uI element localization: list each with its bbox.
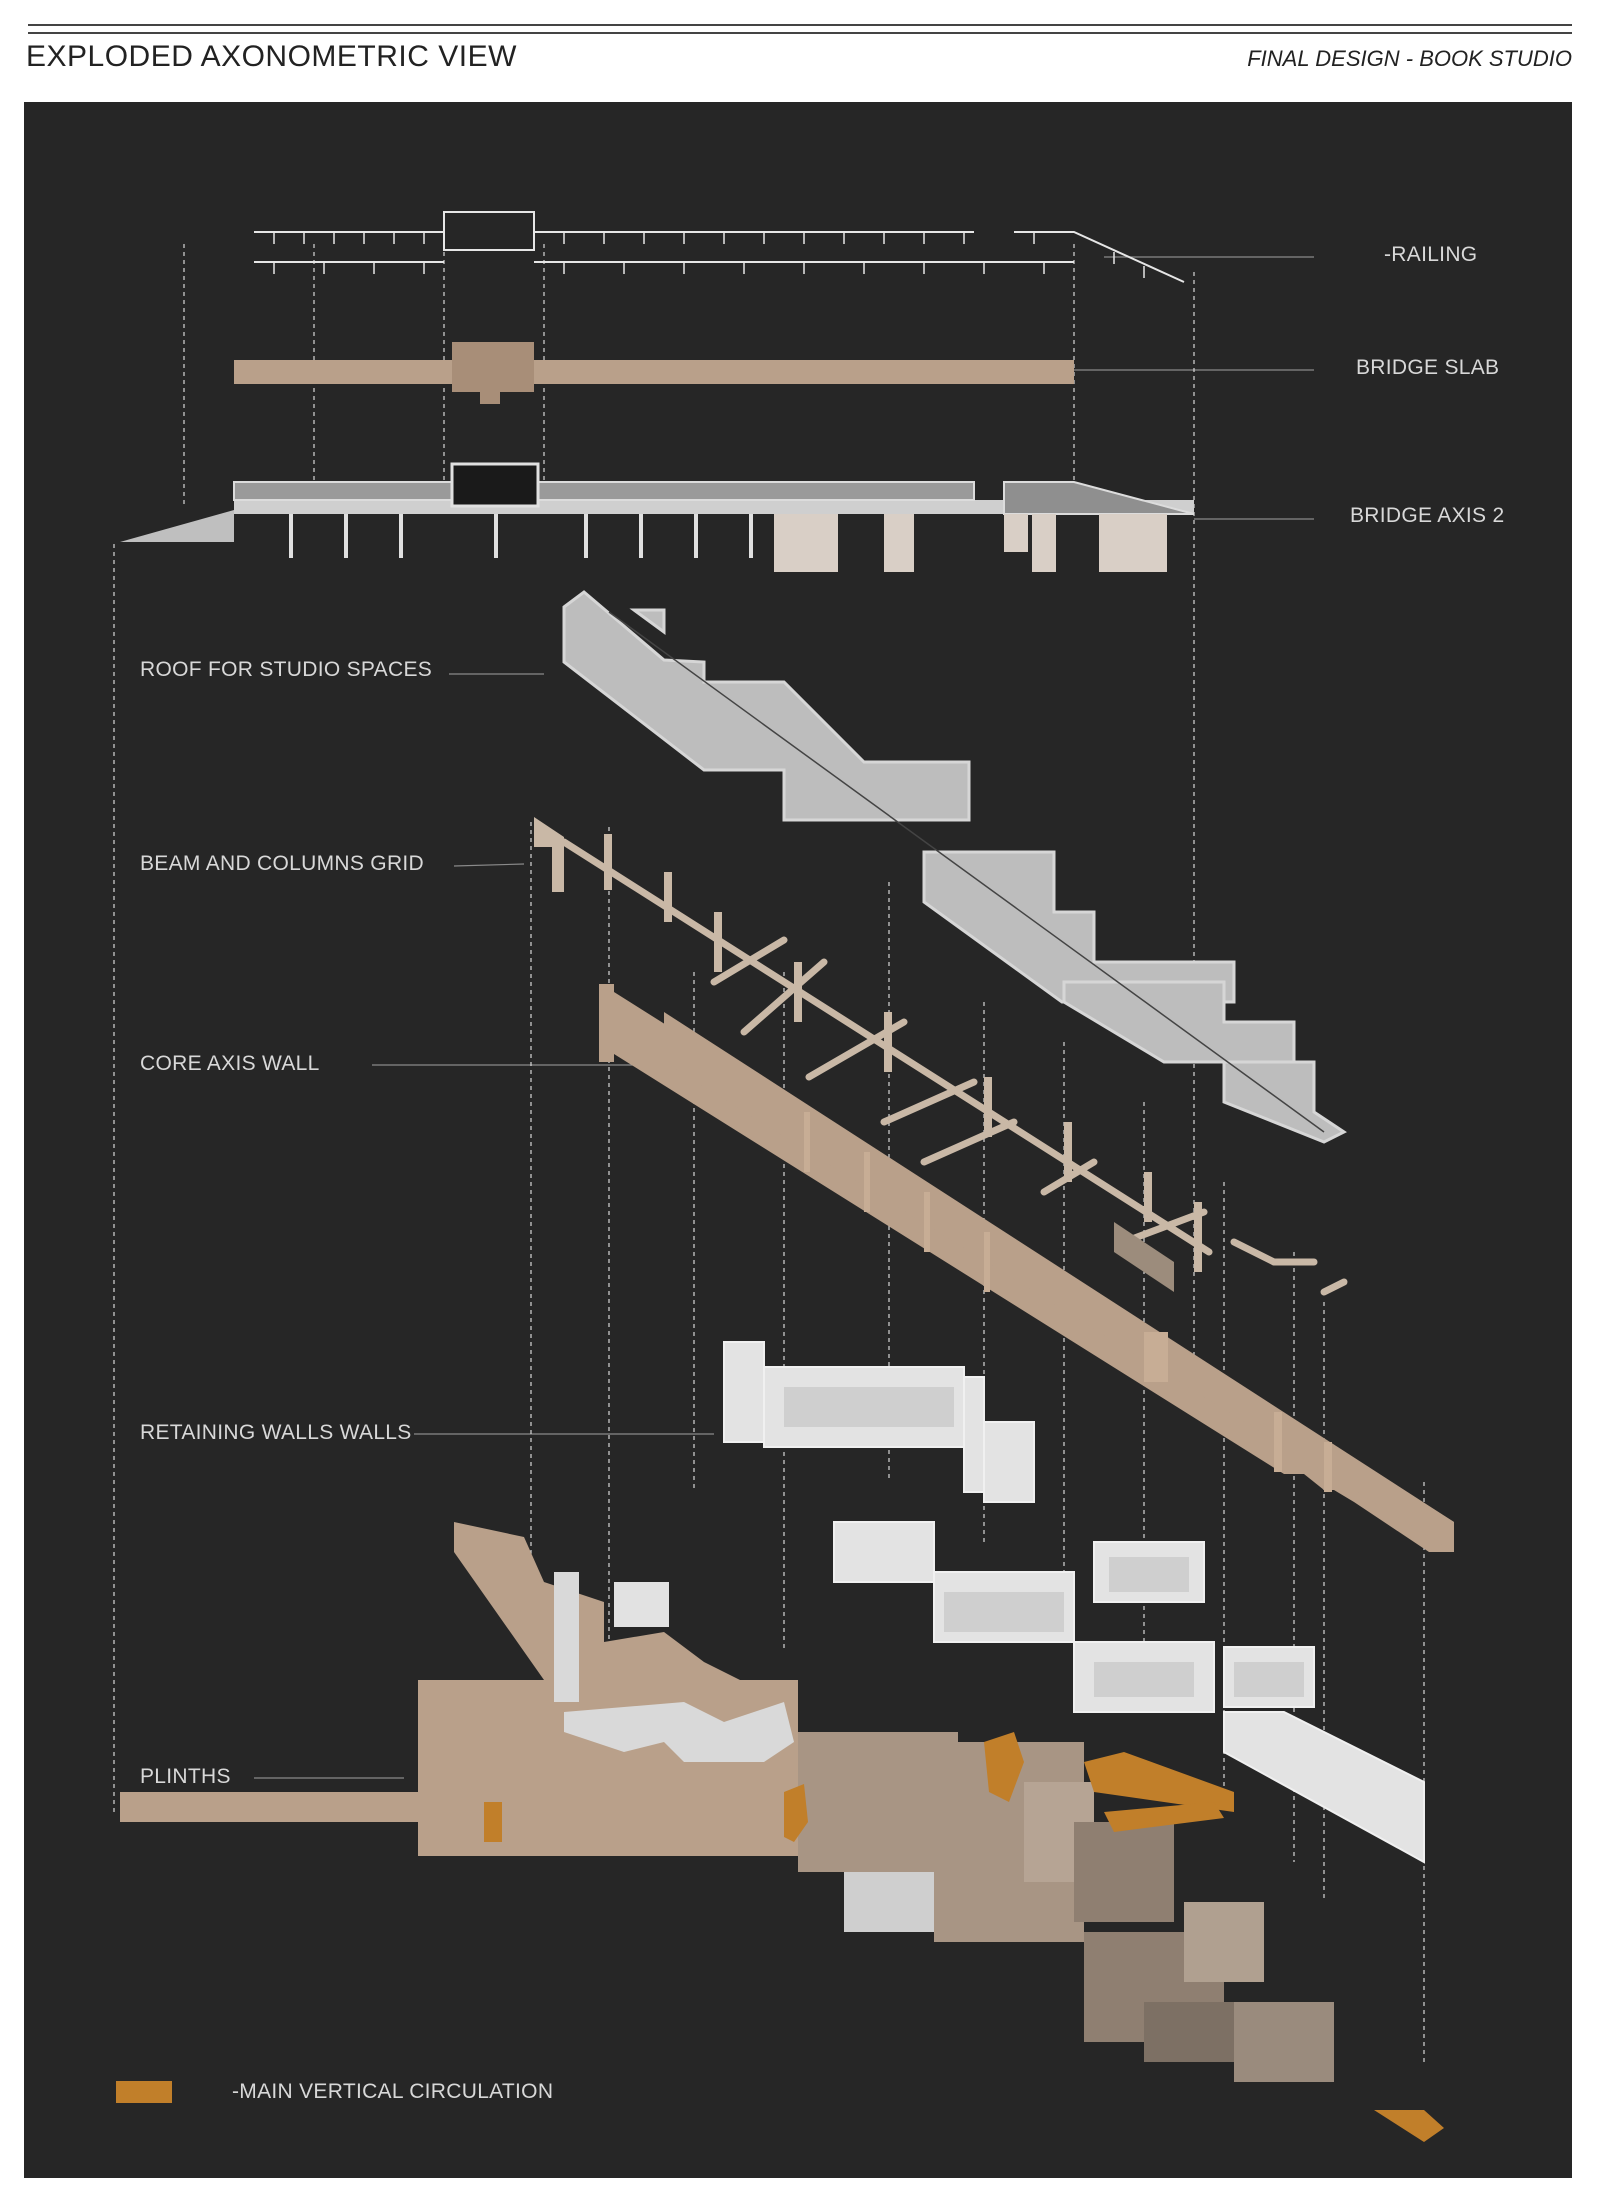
label-beam-grid: BEAM AND COLUMNS GRID bbox=[140, 852, 425, 875]
railing-layer bbox=[254, 211, 1185, 283]
leader-lines bbox=[254, 256, 1314, 1779]
plinths-layer bbox=[120, 1522, 1334, 2082]
columns bbox=[534, 817, 1202, 1292]
label-roof: ROOF FOR STUDIO SPACES bbox=[140, 658, 433, 681]
header-rule-bottom bbox=[28, 32, 1572, 34]
label-retaining-walls: RETAINING WALLS WALLS bbox=[140, 1421, 412, 1444]
label-core-wall: CORE AXIS WALL bbox=[140, 1052, 320, 1075]
legend-swatch bbox=[116, 2081, 172, 2103]
legend-label: -MAIN VERTICAL CIRCULATION bbox=[232, 2080, 554, 2103]
page-title: EXPLODED AXONOMETRIC VIEW bbox=[26, 40, 517, 73]
label-bridge-axis: BRIDGE AXIS 2 bbox=[1350, 504, 1505, 527]
drawing-panel: -RAILING BRIDGE SLAB BRIDGE AXIS 2 ROOF … bbox=[24, 102, 1572, 2178]
circulation-layer bbox=[484, 1732, 1444, 2142]
label-plinths: PLINTHS bbox=[140, 1765, 231, 1788]
header-rule-top bbox=[28, 24, 1572, 26]
roof-ridge-line bbox=[608, 611, 1325, 1133]
core-wall-layer bbox=[599, 984, 1454, 1552]
label-bridge-slab: BRIDGE SLAB bbox=[1356, 356, 1500, 379]
bridge-axis-layer bbox=[120, 462, 1195, 572]
bridge-slab-layer bbox=[234, 342, 1074, 404]
page-subtitle: FINAL DESIGN - BOOK STUDIO bbox=[1247, 46, 1572, 71]
label-railing: -RAILING bbox=[1384, 243, 1478, 266]
exploded-axonometric-drawing bbox=[113, 211, 1454, 2142]
retaining-walls-shadow bbox=[784, 1387, 1304, 1697]
